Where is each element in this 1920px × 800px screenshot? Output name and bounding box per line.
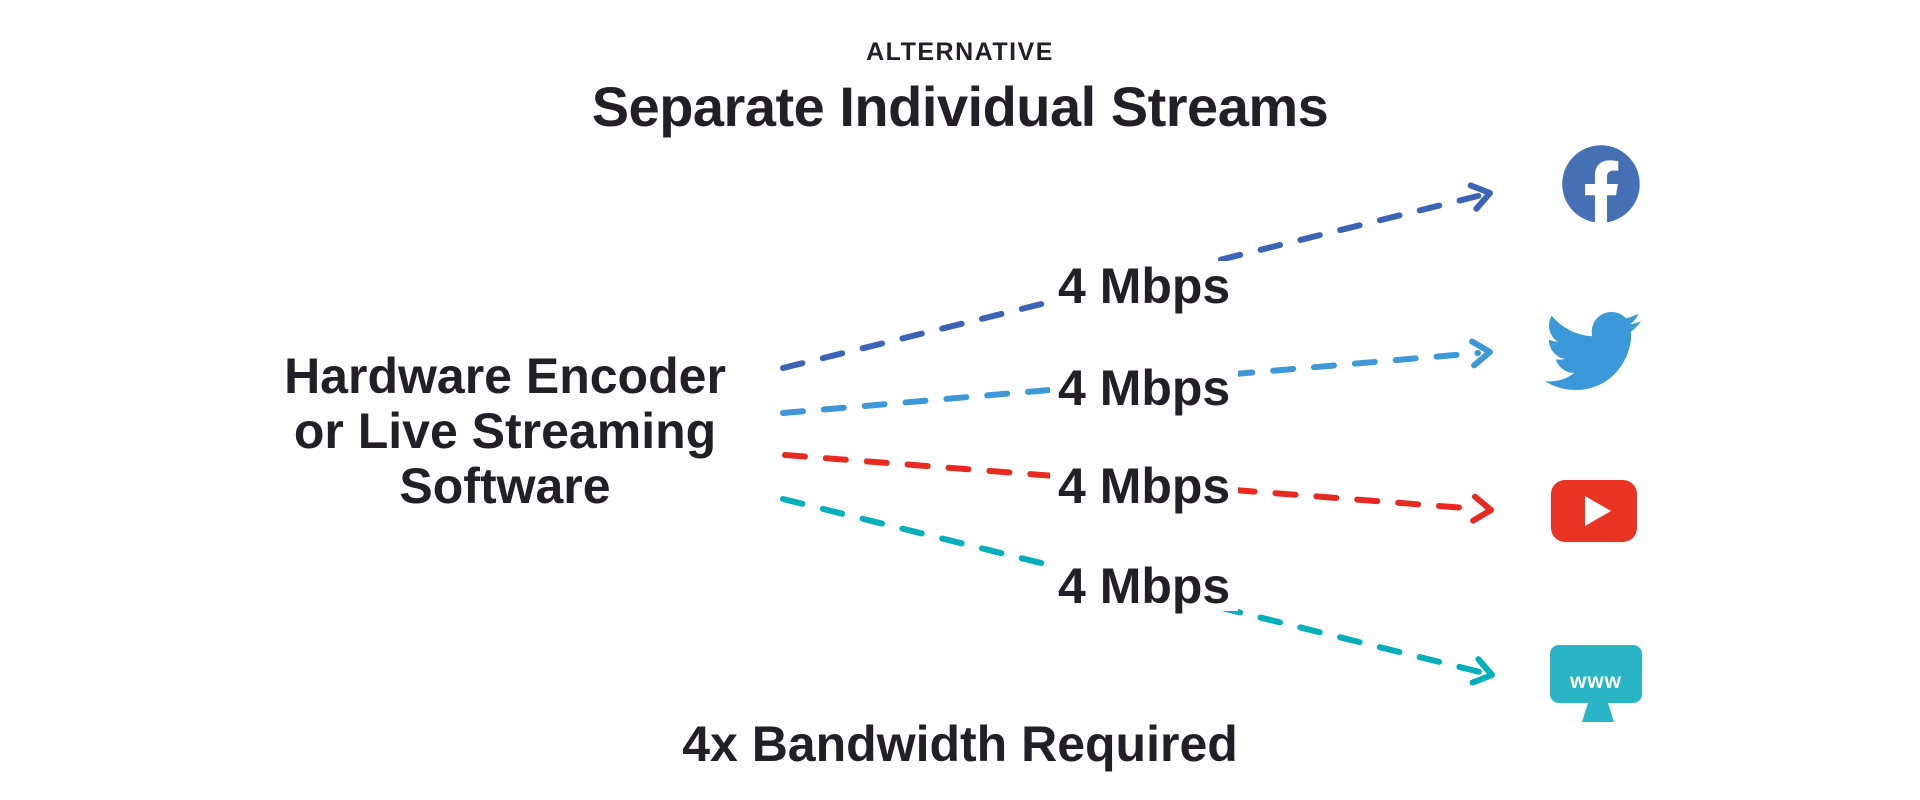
www-label: www xyxy=(1569,670,1622,693)
facebook-icon xyxy=(1562,145,1640,223)
arrowhead-icon xyxy=(1470,493,1494,524)
source-label: Hardware Encoder or Live Streaming Softw… xyxy=(200,349,810,514)
arrowhead-icon xyxy=(1469,656,1495,686)
arrowhead-icon xyxy=(1469,338,1493,369)
www-monitor-icon: www xyxy=(1550,645,1642,722)
stream-arrow-line-facebook xyxy=(780,192,1482,371)
footer-note: 4x Bandwidth Required xyxy=(682,716,1238,772)
source-label-line: Hardware Encoder xyxy=(284,348,726,404)
bandwidth-label-web: 4 Mbps xyxy=(1050,561,1239,611)
diagram-title: Separate Individual Streams xyxy=(591,75,1329,138)
source-label-line: or Live Streaming xyxy=(293,403,717,459)
bandwidth-label-facebook: 4 Mbps xyxy=(1050,261,1239,311)
bandwidth-label-twitter: 4 Mbps xyxy=(1050,363,1239,413)
source-label-line: Software xyxy=(399,458,611,514)
bandwidth-label-youtube: 4 Mbps xyxy=(1050,461,1239,511)
arrowhead-icon xyxy=(1467,182,1493,212)
twitter-icon xyxy=(1545,312,1641,390)
play-icon xyxy=(1585,496,1611,526)
diagram-kicker: ALTERNATIVE xyxy=(866,38,1054,66)
youtube-icon xyxy=(1551,480,1637,542)
